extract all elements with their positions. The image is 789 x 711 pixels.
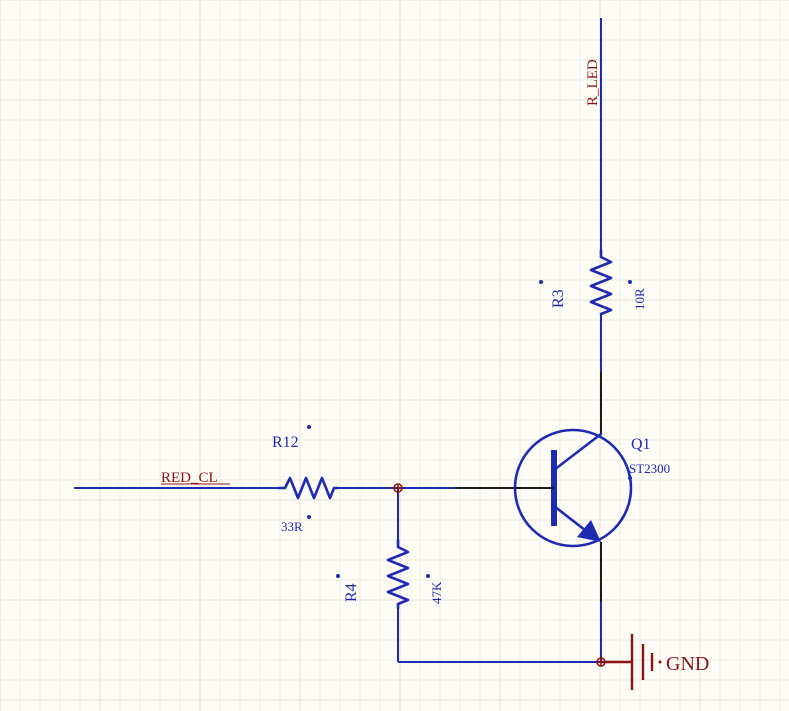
resistor-r3-body [589,248,613,316]
q1-emitter-arrow [577,520,601,542]
r3-value-dot [628,280,632,284]
ground-symbol[interactable] [601,634,662,690]
resistor-r12-body [276,476,340,500]
q1-designator: Q1 [631,436,651,453]
resistor-r12[interactable] [276,425,340,519]
resistor-r4[interactable] [336,538,430,610]
r3-value: 10R [632,288,647,310]
r12-value-dot [307,515,311,519]
junction-r12-r4[interactable] [393,483,403,493]
net-label-r-led: R_LED [585,59,601,106]
r4-value-dot [426,574,430,578]
wires [74,18,602,663]
r3-designator-dot [539,280,543,284]
ground-net-label: GND [666,653,709,675]
r12-value: 33R [281,519,303,534]
resistor-r3[interactable] [539,248,632,316]
r4-designator: R4 [343,583,360,602]
q1-value: ST2300 [629,461,670,476]
transistor-q1[interactable] [513,428,633,548]
ground-dot [658,660,662,664]
q1-designator-dot [628,476,632,480]
q1-collector-lead [552,432,603,472]
r3-designator: R3 [550,289,567,308]
r4-designator-dot [336,574,340,578]
r12-designator-dot [307,425,311,429]
resistor-r4-body [386,538,410,610]
r12-designator: R12 [272,434,299,451]
net-label-red-cl: RED_CL [161,470,218,486]
r4-value: 47K [429,581,444,604]
